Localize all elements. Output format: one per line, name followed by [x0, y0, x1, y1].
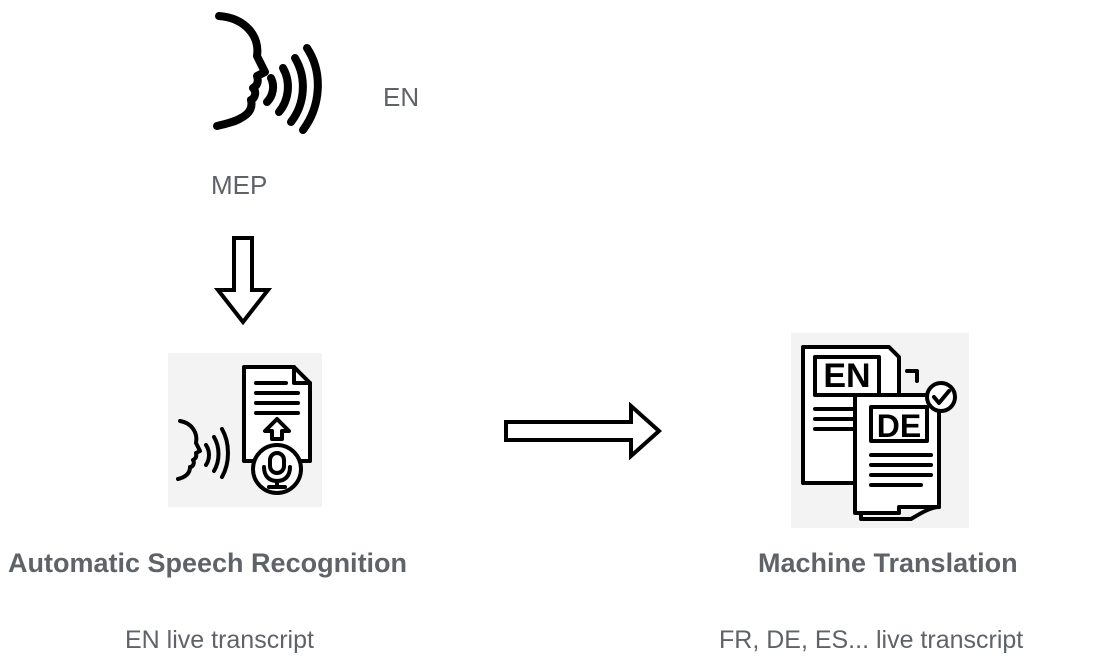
- down-arrow-icon: [214, 236, 272, 326]
- asr-icon-box: [168, 353, 322, 507]
- mt-icon-box: EN DE: [791, 333, 969, 528]
- language-label: EN: [383, 82, 420, 112]
- target-lang-text: DE: [877, 408, 921, 444]
- asr-title: Automatic Speech Recognition: [8, 548, 408, 578]
- asr-subtitle: EN live transcript: [125, 626, 314, 654]
- right-arrow-icon: [503, 402, 663, 460]
- speaker-label: MEP: [211, 170, 268, 200]
- source-lang-text: EN: [823, 357, 870, 395]
- mt-subtitle: FR, DE, ES... live transcript: [719, 626, 1024, 654]
- speech-to-text-icon: [176, 365, 312, 495]
- speaking-head-icon: [213, 12, 322, 134]
- document-translation-icon: EN DE: [801, 345, 957, 521]
- speaker-icon: [205, 8, 330, 140]
- mt-title: Machine Translation: [758, 548, 1018, 578]
